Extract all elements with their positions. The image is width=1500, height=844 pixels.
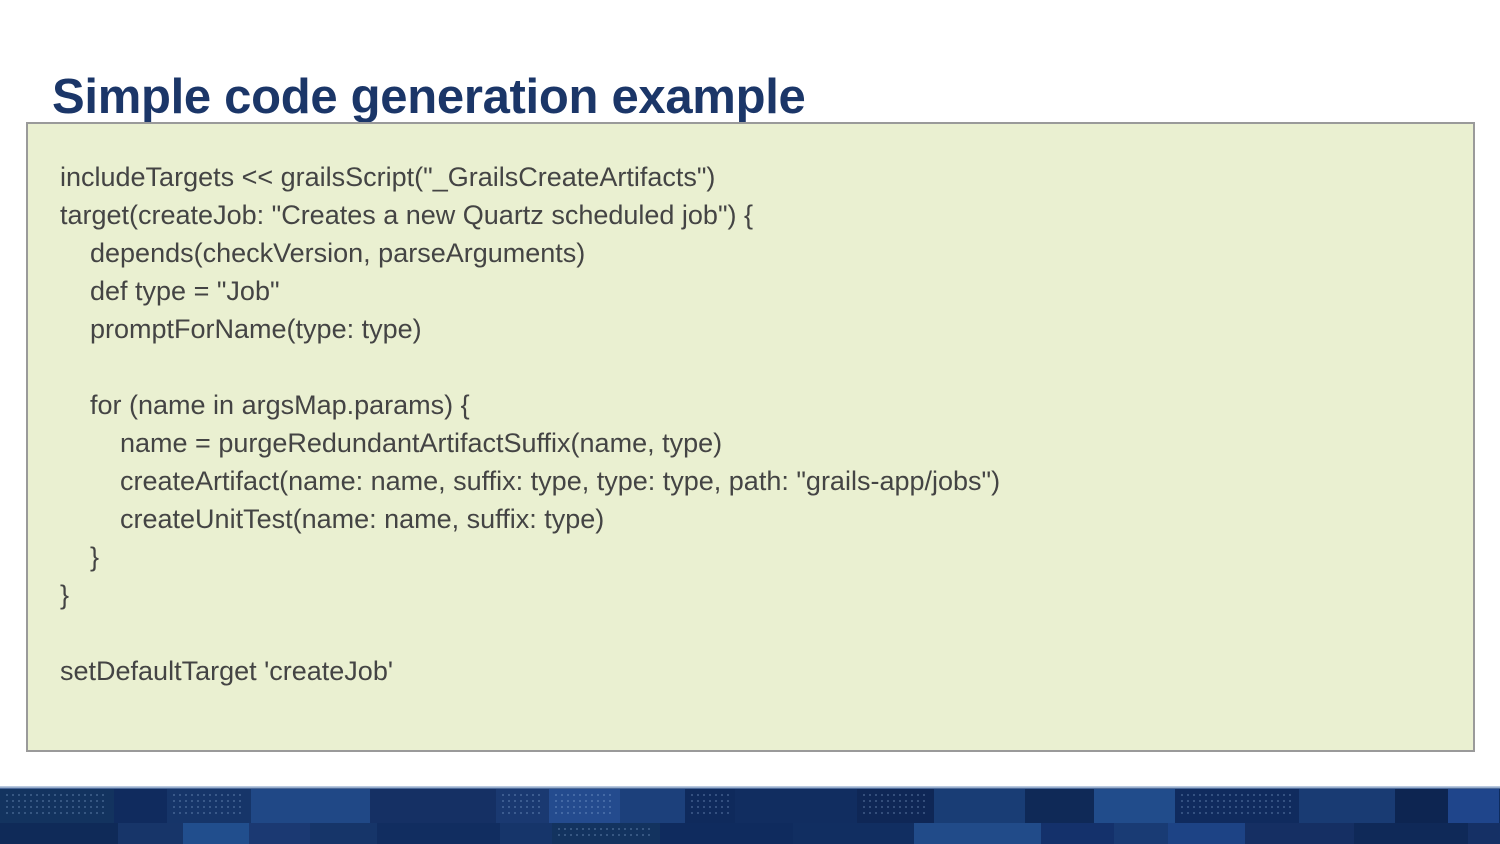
mosaic-dot-texture <box>1179 792 1293 818</box>
mosaic-tile <box>1245 823 1354 844</box>
mosaic-tile <box>1094 789 1175 823</box>
page-title: Simple code generation example <box>52 69 806 124</box>
mosaic-tile <box>183 823 249 844</box>
code-line: def type = "Job" <box>60 276 280 306</box>
mosaic-tile <box>310 823 377 844</box>
mosaic-tile <box>1114 823 1168 844</box>
mosaic-tile <box>1041 823 1114 844</box>
mosaic-dot-texture <box>689 792 729 818</box>
mosaic-tile <box>500 823 552 844</box>
mosaic-tile <box>114 789 167 823</box>
mosaic-tile <box>167 789 251 823</box>
mosaic-dot-texture <box>4 792 108 818</box>
mosaic-tile <box>1025 789 1094 823</box>
mosaic-tile <box>1175 789 1299 823</box>
mosaic-tile <box>1468 823 1500 844</box>
mosaic-tile <box>377 823 500 844</box>
mosaic-dot-texture <box>553 792 614 818</box>
mosaic-tile <box>1448 789 1499 823</box>
mosaic-tile <box>0 789 114 823</box>
mosaic-tile <box>118 823 183 844</box>
mosaic-tile <box>249 823 310 844</box>
code-line: promptForName(type: type) <box>60 314 422 344</box>
code-line: includeTargets << grailsScript("_GrailsC… <box>60 162 716 192</box>
mosaic-tile <box>735 789 857 823</box>
code-lines-container: includeTargets << grailsScript("_GrailsC… <box>60 158 1465 690</box>
mosaic-tile <box>934 789 1025 823</box>
mosaic-tile <box>914 823 1041 844</box>
code-line: createUnitTest(name: name, suffix: type) <box>60 504 605 534</box>
mosaic-tile <box>660 823 793 844</box>
mosaic-tile <box>857 789 934 823</box>
footer-hairline <box>0 786 1500 789</box>
mosaic-tile <box>620 789 685 823</box>
code-line-blank <box>60 348 1465 386</box>
mosaic-dot-texture <box>171 792 245 818</box>
mosaic-tile <box>251 789 370 823</box>
code-line: } <box>60 542 100 572</box>
code-line: depends(checkVersion, parseArguments) <box>60 238 586 268</box>
mosaic-dot-texture <box>500 792 543 818</box>
mosaic-tile <box>496 789 549 823</box>
code-line-blank <box>60 614 1465 652</box>
mosaic-tile <box>793 823 914 844</box>
mosaic-tile <box>549 789 620 823</box>
code-line: name = purgeRedundantArtifactSuffix(name… <box>60 428 723 458</box>
mosaic-tile <box>0 823 118 844</box>
mosaic-tile <box>552 823 660 844</box>
mosaic-dot-texture <box>861 792 928 818</box>
code-line: for (name in argsMap.params) { <box>60 390 470 420</box>
mosaic-tile <box>1168 823 1245 844</box>
code-block-panel: includeTargets << grailsScript("_GrailsC… <box>26 122 1475 752</box>
mosaic-tile <box>1395 789 1448 823</box>
mosaic-tile <box>685 789 735 823</box>
footer-decorative-band <box>0 786 1500 844</box>
mosaic-tile <box>370 789 496 823</box>
code-line: setDefaultTarget 'createJob' <box>60 656 393 686</box>
footer-mosaic-tiles <box>0 789 1500 844</box>
code-line: target(createJob: "Creates a new Quartz … <box>60 200 754 230</box>
mosaic-tile <box>1354 823 1468 844</box>
mosaic-tile <box>1299 789 1395 823</box>
code-line: createArtifact(name: name, suffix: type,… <box>60 466 1001 496</box>
mosaic-dot-texture <box>556 826 654 839</box>
code-line: } <box>60 580 70 610</box>
